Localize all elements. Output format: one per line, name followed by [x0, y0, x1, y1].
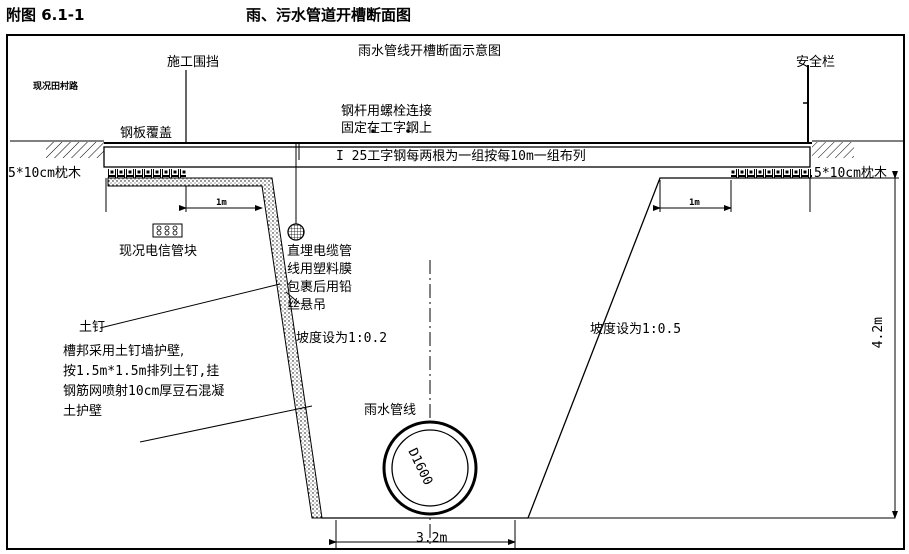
- sleeper-right: [731, 169, 812, 178]
- cable-note-line-3: 包裹后用铅: [287, 280, 353, 295]
- bolt-note-1: 钢杆用螺栓连接: [341, 104, 433, 119]
- dim-1m-left-label: 1m: [216, 198, 227, 208]
- dim-1m-right-label: 1m: [689, 198, 700, 208]
- bolt-note-2: 固定在工字钢上: [341, 121, 433, 136]
- sleeper-left-label: 5*10cm枕木: [8, 166, 81, 181]
- bolt-mark: [371, 129, 375, 133]
- slope-left-label: 坡度设为1:0.2: [296, 331, 388, 346]
- telecom-block-label: 现况电信管块: [119, 244, 198, 259]
- telecom-duct: [172, 225, 178, 231]
- slope-right-label: 坡度设为1:0.5: [590, 322, 682, 337]
- steel-plate-label: 钢板覆盖: [120, 126, 173, 141]
- telecom-block: [152, 223, 183, 238]
- rain-pipe-outer: [382, 420, 478, 516]
- existing-road-label: 现况田村路: [33, 82, 79, 92]
- wall-note-line-4: 土护壁: [63, 404, 103, 419]
- soil-nail-label: 土钉: [79, 320, 106, 335]
- sleeper-right-label: 5*10cm枕木: [814, 166, 887, 181]
- safety-rail-label: 安全栏: [796, 55, 836, 70]
- i-beam: [103, 146, 811, 168]
- sleeper-left: [108, 169, 186, 178]
- depth-label: 4.2m: [871, 317, 886, 349]
- telecom-duct: [156, 230, 162, 236]
- i-beam-label: I 25工字钢每两根为一组按每10m一组布列: [336, 149, 586, 164]
- wall-note-line-3: 钢筋网喷射10cm厚豆石混凝: [63, 384, 225, 399]
- trench-right-slope: [527, 177, 812, 519]
- telecom-duct: [164, 225, 170, 231]
- soil-nail-leader: [99, 283, 281, 329]
- ground-hatch-right: [812, 142, 854, 158]
- telecom-duct: [164, 230, 170, 236]
- telecom-duct: [172, 230, 178, 236]
- cable-note-line-2: 线用塑料膜: [287, 262, 353, 277]
- figure-title: 雨、污水管道开槽断面图: [246, 6, 412, 24]
- bottom-width-label: 3.2m: [416, 531, 448, 546]
- telecom-duct: [156, 225, 162, 231]
- wall-note-line-2: 按1.5m*1.5m排列土钉,挂: [63, 364, 220, 379]
- wall-note-leader: [139, 405, 313, 443]
- diagram-caption: 雨水管线开槽断面示意图: [358, 44, 502, 59]
- drawing-frame: [6, 34, 905, 550]
- figure-number: 附图 6.1-1: [6, 6, 85, 24]
- wall-note-line-1: 槽邦采用土钉墙护壁,: [63, 344, 185, 359]
- bolt-mark: [406, 129, 410, 133]
- cable-note-leader: [285, 291, 301, 305]
- cable-note-line-1: 直埋电缆管: [287, 244, 353, 259]
- construction-fence-label: 施工围挡: [167, 55, 220, 70]
- cable-note-line-4: 丝悬吊: [287, 298, 327, 313]
- ground-hatch-left: [46, 142, 104, 158]
- cable-bundle: [287, 223, 305, 241]
- rain-pipe-label: 雨水管线: [364, 403, 417, 418]
- rain-pipe-inner: [391, 429, 469, 507]
- shotcrete-wall: [107, 177, 323, 519]
